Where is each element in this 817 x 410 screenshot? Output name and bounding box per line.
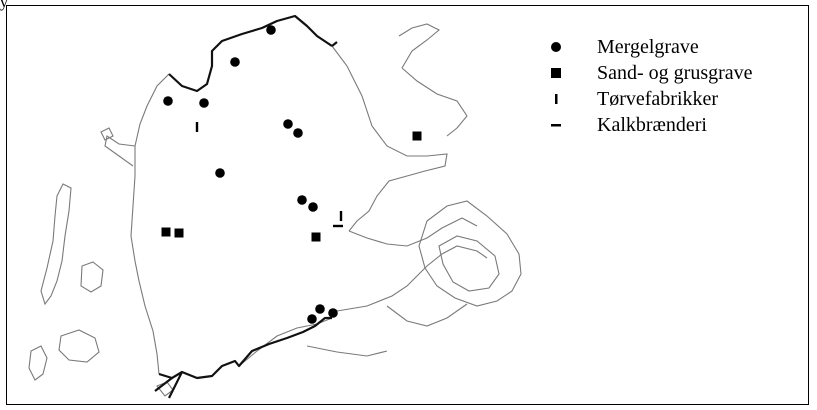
legend-row-mergelgrave: Mergelgrave (545, 34, 699, 60)
marker-mergelgrave-12 (307, 314, 317, 324)
island-small-west (100, 127, 114, 141)
horizontal-bar-marker-icon (545, 114, 567, 136)
coast-south-spur2 (306, 345, 388, 357)
marker-mergelgrave-6 (293, 128, 303, 138)
island-west-mid (80, 261, 104, 293)
legend-row-sand-og-grusgrave: Sand- og grusgrave (545, 60, 753, 86)
coastlines (28, 23, 522, 397)
border-south (158, 316, 332, 380)
island-east-inner (438, 235, 500, 292)
legend-row-torvefabrikker: Tørvefabrikker (545, 86, 718, 112)
coast-west-main (130, 73, 170, 375)
border-south-spur2 (168, 371, 183, 399)
marker-mergelgrave-5 (283, 119, 293, 129)
marker-torvefabrikker-2 (339, 211, 343, 221)
marker-mergelgrave-9 (308, 202, 318, 212)
marker-sand-og-grusgrave-3 (174, 228, 184, 238)
coast-north-right (398, 23, 440, 69)
coast-northeast-inlet (401, 67, 468, 137)
marker-torvefabrikker-1 (195, 122, 199, 132)
marker-mergelgrave-3 (163, 96, 173, 106)
marker-sand-og-grusgrave-4 (311, 232, 321, 242)
coast-east-fjord (348, 217, 478, 247)
vertical-bar-marker-icon (545, 88, 567, 110)
marker-mergelgrave-4 (199, 98, 209, 108)
marker-mergelgrave-10 (315, 304, 325, 314)
land-border (154, 14, 338, 399)
legend-label-mergelgrave: Mergelgrave (597, 35, 699, 58)
marker-mergelgrave-8 (297, 195, 307, 205)
marker-mergelgrave-11 (328, 308, 338, 318)
map-symbols (161, 25, 422, 324)
legend-label-kalkbraenderi: Kalkbrænderi (597, 113, 707, 136)
border-north-west (168, 14, 333, 93)
marker-kalkbraenderi-1 (333, 224, 343, 228)
island-east-large (418, 200, 522, 307)
island-southwest-small (28, 345, 48, 381)
top-edge-glyph: y (0, 0, 8, 11)
square-marker-icon (545, 62, 567, 84)
marker-mergelgrave-2 (230, 57, 240, 67)
marker-mergelgrave-1 (266, 25, 276, 35)
circle-marker-icon (545, 36, 567, 58)
legend-row-kalkbraenderi: Kalkbrænderi (545, 112, 707, 138)
map-frame: Mergelgrave Sand- og grusgrave Tørvefabr… (6, 5, 809, 405)
marker-sand-og-grusgrave-2 (161, 227, 171, 237)
marker-mergelgrave-7 (215, 168, 225, 178)
marker-sand-og-grusgrave-1 (412, 131, 422, 141)
coast-south-spur (386, 303, 468, 327)
border-east (331, 41, 338, 47)
legend-label-sand-og-grusgrave: Sand- og grusgrave (597, 61, 753, 84)
coast-south (238, 317, 333, 367)
coast-south-east (336, 245, 488, 312)
coast-west-inlet (104, 135, 136, 167)
map-canvas (28, 14, 522, 399)
border-south-spur (154, 377, 173, 392)
island-west-long (40, 183, 72, 306)
island-southwest (58, 329, 100, 363)
coast-east-main (331, 45, 448, 232)
legend-label-torvefabrikker: Tørvefabrikker (597, 87, 719, 110)
